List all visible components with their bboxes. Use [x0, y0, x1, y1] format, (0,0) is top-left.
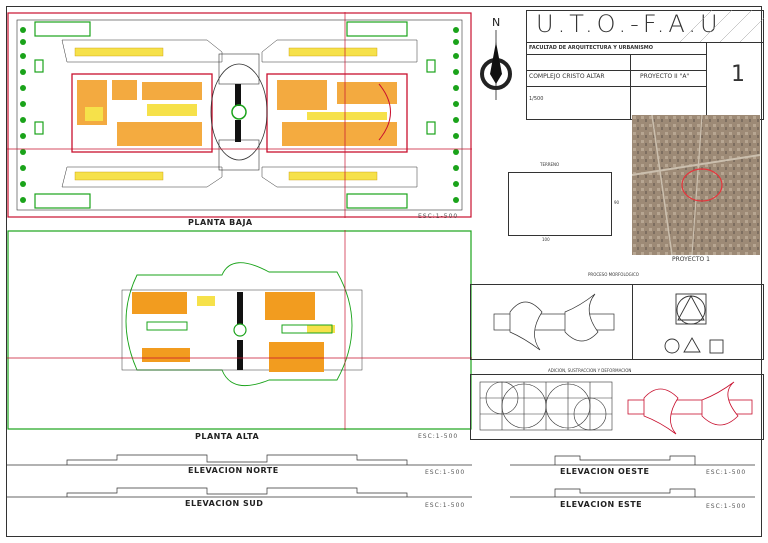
terreno-dim-bottom: 100 — [542, 237, 550, 242]
elevacion-oeste-label: ELEVACION OESTE — [560, 467, 650, 476]
planta-baja-label: PLANTA BAJA — [188, 218, 253, 227]
project-name: COMPLEJO CRISTO ALTAR — [529, 73, 605, 80]
north-arrow: N — [480, 16, 512, 100]
elevacion-norte-label: ELEVACION NORTE — [188, 466, 279, 475]
terreno-dim-right: 90 — [614, 200, 620, 205]
elevacion-este-drawing — [510, 488, 755, 498]
proceso-label: PROCESO MORFOLOGICO — [588, 272, 639, 277]
planta-baja-scale: ESC:1-500 — [418, 213, 459, 220]
project-code: PROYECTO II "A" — [640, 73, 690, 80]
primitive-shapes — [664, 293, 724, 354]
aerial-location-photo — [632, 115, 760, 255]
elevacion-sud-scale: ESC:1-500 — [425, 502, 466, 509]
title-divider-2 — [526, 54, 706, 55]
location-caption: PROYECTO 1 — [672, 256, 710, 263]
terreno-label: TERRENO — [540, 162, 560, 167]
scale-value: 1/500 — [529, 96, 544, 102]
faculty-name: FACULTAD DE ARQUITECTURA Y URBANISMO — [529, 45, 654, 51]
sheet-number: 1 — [731, 62, 745, 87]
red-deformation-sketch — [627, 381, 753, 435]
north-letter: N — [492, 16, 500, 29]
elevacion-este-label: ELEVACION ESTE — [560, 500, 643, 509]
grid-circles-sketch — [479, 381, 613, 431]
planta-alta-scale: ESC:1-500 — [418, 433, 459, 440]
elevacion-norte-drawing — [7, 454, 472, 466]
elevacion-este-scale: ESC:1-500 — [706, 503, 747, 510]
elevacion-sud-label: ELEVACION SUD — [185, 499, 264, 508]
elevacion-oeste-scale: ESC:1-500 — [706, 469, 747, 476]
title-divider-3 — [526, 70, 706, 71]
elevacion-oeste-drawing — [510, 455, 755, 466]
title-divider-1 — [526, 42, 764, 43]
sheet-number-divider — [706, 42, 707, 120]
elevacion-sud-drawing — [7, 487, 472, 498]
planta-alta-drawing — [7, 230, 472, 430]
morphology-divider — [632, 284, 633, 360]
title-divider-4 — [526, 86, 706, 87]
title-hatch — [679, 10, 764, 42]
elevacion-norte-scale: ESC:1-500 — [425, 469, 466, 476]
deformation-box — [470, 374, 764, 440]
planta-alta-label: PLANTA ALTA — [195, 432, 260, 441]
planta-baja-drawing — [7, 12, 472, 218]
institution-title: U.T.O.-F.A.U — [536, 10, 722, 38]
morphology-box — [470, 284, 764, 360]
drawing-sheet-border — [6, 6, 762, 537]
terreno-outline — [508, 172, 612, 236]
morphology-sketch-1 — [493, 293, 615, 351]
title-vdivider — [630, 54, 631, 120]
adicion-label: ADICION, SUSTRACCION Y DEFORMACION — [548, 368, 632, 373]
